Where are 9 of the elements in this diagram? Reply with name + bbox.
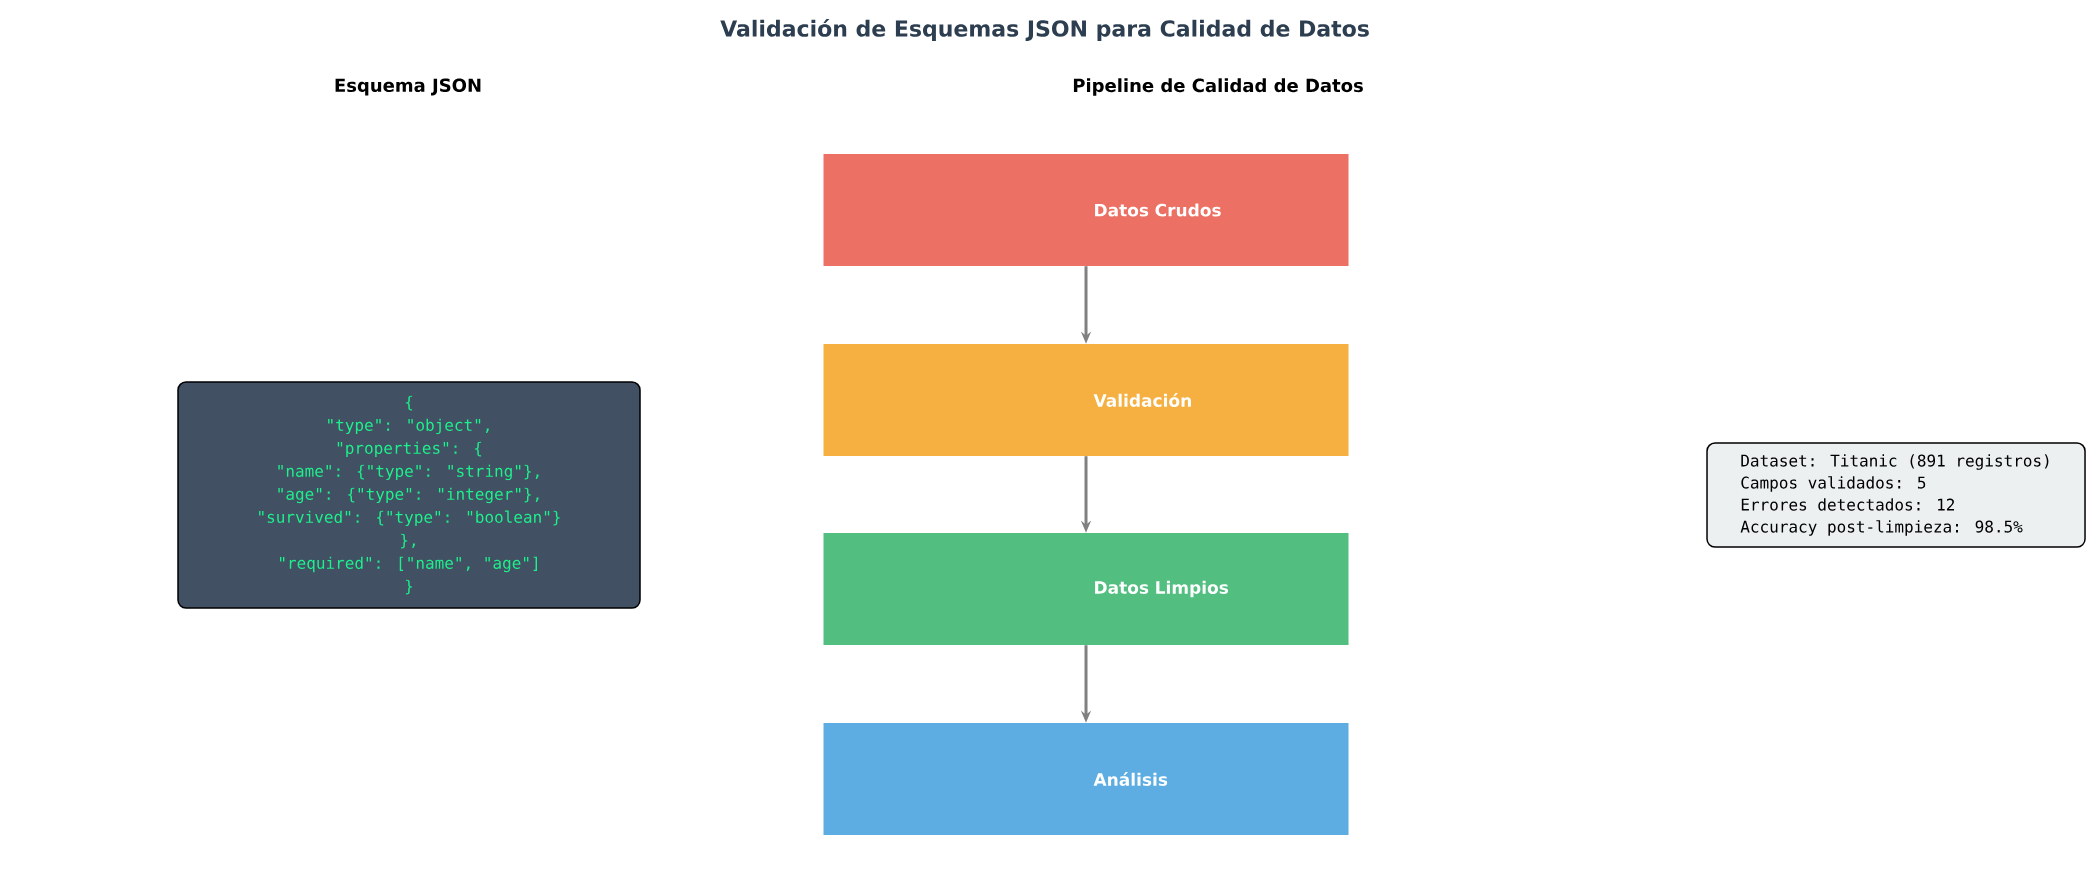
process-box: Análisis bbox=[823, 723, 1349, 835]
process-box: Datos Limpios bbox=[823, 533, 1349, 645]
process-box: Validación bbox=[823, 344, 1349, 456]
process-box: Datos Crudos bbox=[823, 154, 1349, 266]
diagram-title: Validación de Esquemas JSON para Calidad de Datos bbox=[720, 18, 1369, 42]
section-heading: Pipeline de Calidad de Datos bbox=[1073, 78, 1363, 96]
info-box: Dataset: Titanic (891 registros) Campos validados: 5 Errores detectados: 12 Accuracy post-limpieza: 98.5% bbox=[1706, 442, 2086, 548]
code-box: { "type": "object", "properties": { "name": {"type": "string"}, "age": {"type": "integer"}, "survived": {"type": "boolean"} }, "required": ["name", "age"] } bbox=[177, 381, 641, 609]
section-heading: Esquema JSON bbox=[335, 78, 481, 96]
